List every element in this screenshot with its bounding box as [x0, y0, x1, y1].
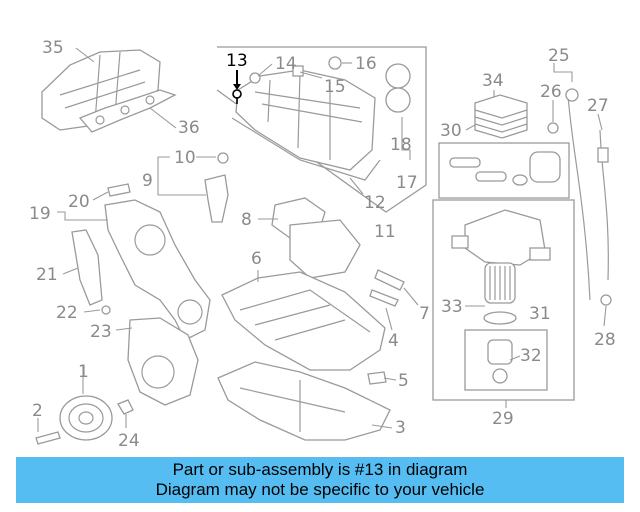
callout-15: 15	[324, 77, 346, 97]
seal-4-part	[369, 289, 399, 307]
callout-8: 8	[241, 210, 252, 230]
oil-filter-element-part	[483, 262, 517, 325]
callout-25: 25	[548, 46, 570, 66]
valve-cover-group-frame	[216, 46, 427, 213]
callout-33: 33	[441, 297, 463, 317]
callout-26: 26	[540, 82, 562, 102]
callout-13: 13	[226, 51, 248, 71]
cover-seal-part	[107, 183, 131, 197]
bracket-part	[271, 197, 361, 279]
upper-oil-pan-part	[221, 271, 386, 371]
callout-17: 17	[396, 173, 418, 193]
callout-24: 24	[118, 431, 140, 451]
sensor-part	[204, 152, 229, 223]
timing-cover-part	[104, 199, 211, 341]
oil-pan-part	[217, 361, 391, 441]
callout-21: 21	[36, 265, 58, 285]
cooler-seals-part	[449, 151, 561, 186]
callout-16: 16	[355, 54, 377, 74]
callout-34: 34	[482, 71, 504, 91]
callout-22: 22	[56, 303, 78, 323]
callout-4: 4	[388, 331, 399, 351]
plug-5-part	[367, 371, 387, 385]
banner-line-2: Diagram may not be specific to your vehi…	[155, 480, 485, 499]
callout-9: 9	[142, 171, 153, 191]
oil-filter-housing-part	[451, 209, 551, 266]
callout-35: 35	[42, 38, 64, 58]
banner-line-1: Part or sub-assembly is #13 in diagram	[172, 460, 468, 479]
bolt-24-part	[117, 399, 134, 415]
callout-23: 23	[90, 322, 112, 342]
plug-part	[101, 305, 111, 315]
callout-28: 28	[594, 330, 616, 350]
callout-12: 12	[364, 193, 386, 213]
seal-7-part	[374, 269, 405, 291]
callout-14: 14	[275, 54, 297, 74]
lower-timing-cover-part	[127, 317, 199, 406]
callout-27: 27	[587, 96, 609, 116]
callout-labels: 35 36 13 14 15 16 18 17 12 11 10 9 20 19…	[29, 38, 616, 451]
callout-31: 31	[529, 304, 551, 324]
filter-housing-group-frame	[464, 329, 548, 391]
callout-11: 11	[374, 222, 396, 242]
small-cover-parts	[249, 56, 411, 113]
callout-30: 30	[440, 121, 462, 141]
valve-cover-part	[231, 69, 381, 181]
callout-2: 2	[32, 401, 43, 421]
callout-18: 18	[390, 135, 412, 155]
callout-5: 5	[398, 371, 409, 391]
cooler-seal-group-frame	[438, 142, 570, 199]
callout-6: 6	[251, 249, 262, 269]
manifold-gasket-part	[78, 89, 177, 133]
leader-lines	[37, 47, 607, 432]
info-banner: Part or sub-assembly is #13 in diagram D…	[16, 457, 624, 503]
callout-36: 36	[178, 118, 200, 138]
callout-32: 32	[520, 346, 542, 366]
crank-pulley-part	[59, 395, 113, 441]
callout-1: 1	[78, 362, 89, 382]
filter-cap-part	[487, 339, 513, 384]
callout-29: 29	[492, 409, 514, 429]
oil-cooler-part	[474, 94, 528, 139]
exploded-engine-diagram: 35 36 13 14 15 16 18 17 12 11 10 9 20 19…	[29, 38, 616, 451]
pulley-bolt-part	[35, 431, 61, 445]
callout-19: 19	[29, 204, 51, 224]
callout-10: 10	[174, 148, 196, 168]
oil-filter-group-frame	[432, 199, 575, 401]
callout-7: 7	[419, 304, 430, 324]
lower-guide-part	[71, 229, 103, 306]
callout-3: 3	[395, 418, 406, 438]
valve-cover-bolt-part	[232, 70, 242, 104]
dipstick-part	[547, 88, 612, 306]
callout-20: 20	[68, 192, 90, 212]
